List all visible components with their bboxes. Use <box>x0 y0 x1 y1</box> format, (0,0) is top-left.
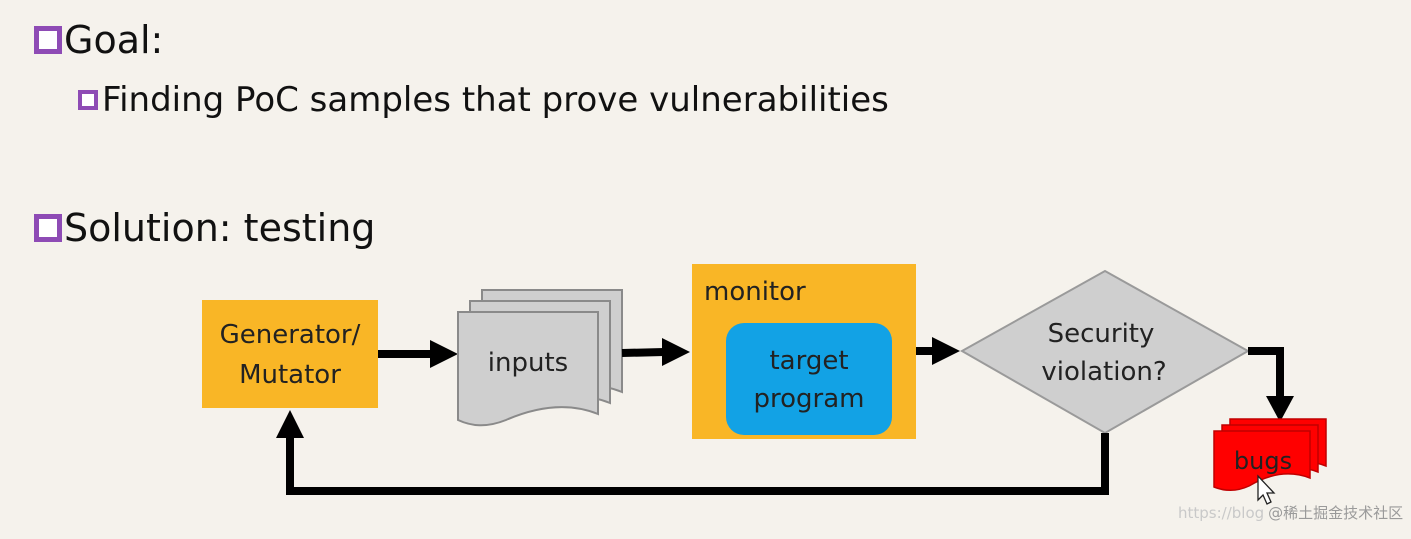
square-bullet-icon <box>34 26 62 54</box>
generator-mutator-box: Generator/ Mutator <box>202 300 378 408</box>
decision-label-line2: violation? <box>1041 357 1166 387</box>
bugs-document-stack: bugs <box>1213 418 1327 491</box>
inputs-front-document <box>457 311 599 427</box>
goal-label: Goal: <box>64 18 164 62</box>
monitor-label: monitor <box>704 277 806 307</box>
arrow-inputs-to-monitor <box>621 338 690 366</box>
square-bullet-icon <box>78 90 98 110</box>
monitor-box: monitor target program <box>692 264 916 439</box>
solution-heading: Solution: testing <box>34 206 375 250</box>
target-program-box <box>726 323 892 435</box>
bugs-label: bugs <box>1234 447 1292 475</box>
solution-label: Solution: testing <box>64 206 376 250</box>
generator-label-line2: Mutator <box>239 360 341 390</box>
arrow-feedback-loop <box>276 410 1109 495</box>
square-bullet-icon <box>34 214 62 242</box>
watermark-brand: @稀土掘金技术社区 <box>1268 504 1404 522</box>
inputs-label: inputs <box>488 348 568 378</box>
watermark-url: https://blog <box>1178 504 1265 522</box>
arrow-decision-to-bugs <box>1248 347 1294 422</box>
goal-heading: Goal: <box>34 18 163 62</box>
generator-box-fill <box>202 300 378 408</box>
goal-detail: Finding PoC samples that prove vulnerabi… <box>78 80 889 120</box>
bugs-front-document <box>1213 430 1311 491</box>
decision-label-line1: Security <box>1048 319 1155 349</box>
watermark: https://blog@稀土掘金技术社区 <box>1178 502 1403 523</box>
target-label-line2: program <box>754 384 865 414</box>
arrow-monitor-to-decision <box>916 337 960 365</box>
target-label-line1: target <box>769 346 848 376</box>
arrow-generator-to-inputs <box>378 340 458 368</box>
mouse-cursor-icon <box>1257 474 1276 505</box>
security-violation-decision: Security violation? <box>959 269 1251 435</box>
inputs-document-stack: inputs <box>457 289 623 427</box>
generator-label-line1: Generator/ <box>220 320 361 350</box>
goal-detail-text: Finding PoC samples that prove vulnerabi… <box>102 80 889 120</box>
decision-diamond <box>959 269 1251 435</box>
